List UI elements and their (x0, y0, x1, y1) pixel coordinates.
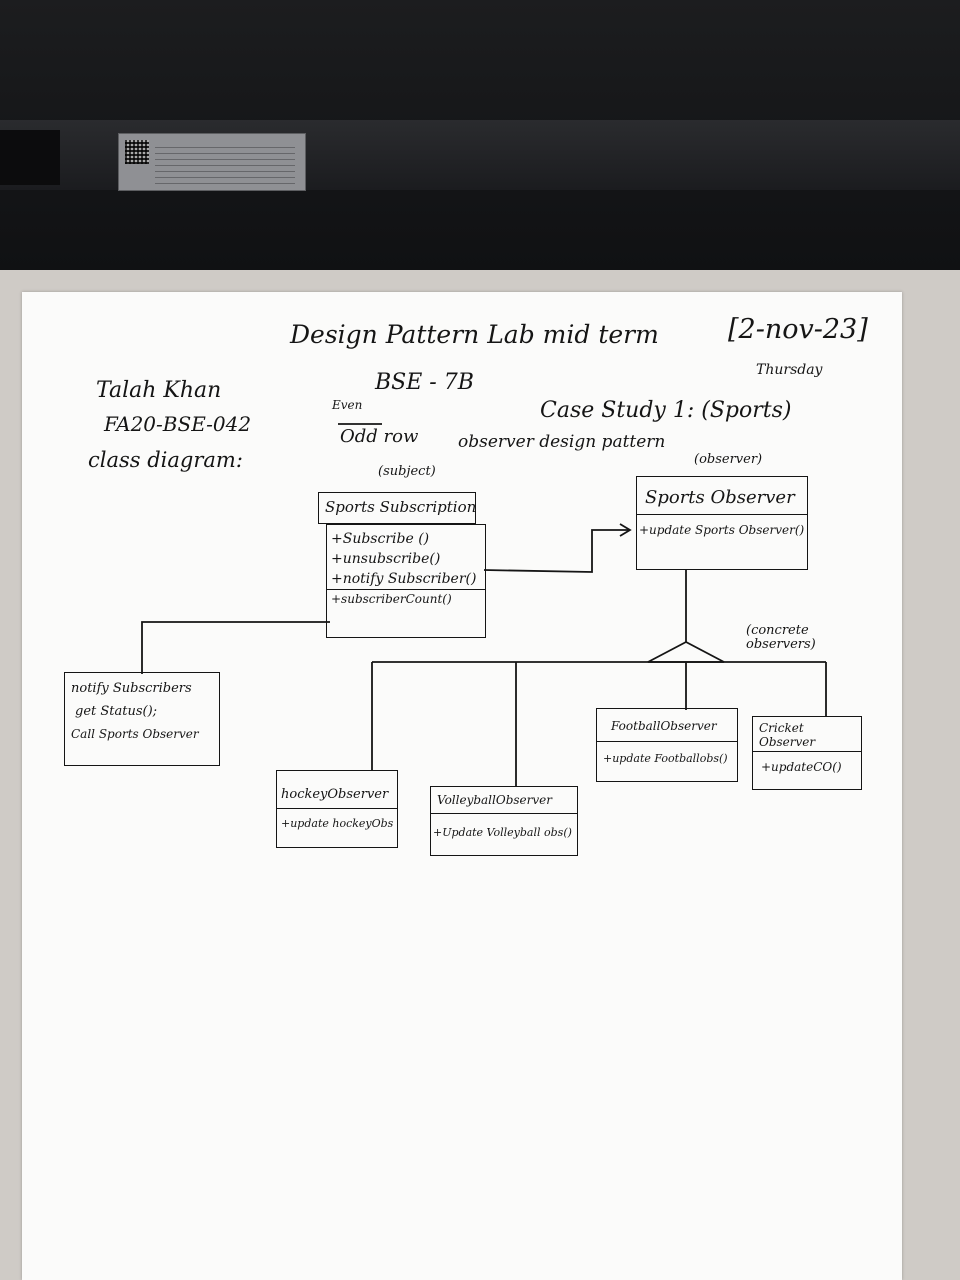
notify-note: notify Subscribers get Status(); Call Sp… (64, 672, 220, 766)
method-update-sports-observer: +update Sports Observer() (637, 514, 807, 545)
sticker-text-lines (155, 144, 295, 184)
device-label-sticker (118, 133, 306, 191)
sports-subscription-methods: +Subscribe () +unsubscribe() +notify Sub… (326, 524, 486, 638)
diagram-label: class diagram: (88, 448, 243, 472)
method-unsubscribe: +unsubscribe() (331, 551, 441, 567)
note-connector (141, 621, 330, 674)
note-line-notify: notify Subscribers (71, 681, 192, 696)
note-line-call: Call Sports Observer (71, 727, 199, 741)
laptop-port (0, 130, 60, 185)
volleyball-observer-class: VolleyballObserver +Update Volleyball ob… (430, 786, 578, 856)
method-update-football: +update Footballobs() (597, 741, 737, 775)
page-title: Design Pattern Lab mid term (290, 320, 659, 349)
football-observer-name: FootballObserver (611, 719, 717, 733)
case-study: Case Study 1: (Sports) (540, 398, 792, 423)
sports-observer-class: Sports Observer +update Sports Observer(… (636, 476, 808, 570)
sports-subscription-name: Sports Subscription (325, 498, 477, 516)
method-update-cricket: +updateCO() (753, 751, 861, 782)
method-update-hockey: +update hockeyObs (277, 808, 397, 838)
class-section: BSE - 7B (375, 370, 474, 395)
method-notify: +notify Subscriber() (331, 571, 477, 587)
note-line-status: get Status(); (75, 704, 158, 719)
volleyball-observer-name: VolleyballObserver (437, 793, 552, 807)
method-subscriber-count: +subscriberCount() (327, 589, 485, 608)
subject-annotation: (subject) (378, 464, 436, 479)
sports-observer-name: Sports Observer (645, 487, 795, 508)
football-observer-class: FootballObserver +update Footballobs() (596, 708, 738, 782)
association-line (483, 529, 630, 573)
day: Thursday (756, 362, 823, 378)
qr-code-icon (125, 140, 149, 164)
row-odd: Odd row (340, 426, 419, 447)
date: [2-nov-23] (728, 314, 868, 345)
roll-number: FA20-BSE-042 (104, 412, 252, 436)
concrete-observers-annotation: (concrete observers) (746, 623, 816, 652)
student-name: Talah Khan (96, 378, 222, 403)
hockey-observer-name: hockeyObserver (281, 787, 389, 802)
pattern-name: observer design pattern (458, 432, 666, 452)
method-subscribe: +Subscribe () (331, 531, 430, 547)
method-update-volleyball: +Update Volleyball obs() (431, 813, 577, 851)
cricket-observer-class: Cricket Observer +updateCO() (752, 716, 862, 790)
hockey-observer-class: hockeyObserver +update hockeyObs (276, 770, 398, 848)
cricket-observer-name: Cricket Observer (759, 721, 816, 749)
sports-subscription-class: Sports Subscription (318, 492, 476, 524)
association-arrowhead (619, 523, 632, 537)
row-even: Even (332, 398, 363, 412)
inheritance-triangle (647, 640, 725, 663)
observer-annotation: (observer) (694, 452, 763, 467)
laptop-base (0, 0, 960, 270)
